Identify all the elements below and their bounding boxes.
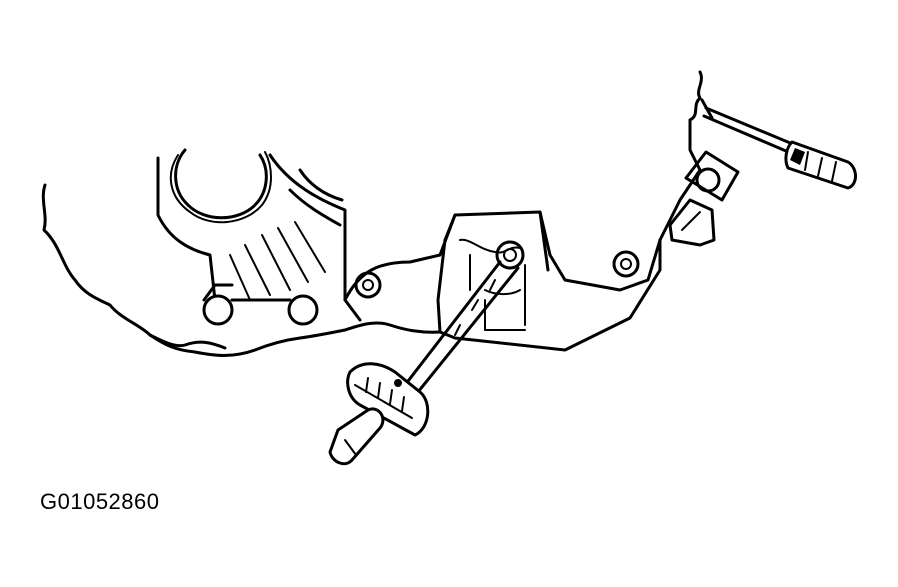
figure-id-label: G01052860 bbox=[40, 489, 160, 514]
mount-bracket bbox=[668, 150, 740, 247]
housing-outline bbox=[41, 70, 703, 357]
cover-plate bbox=[343, 210, 662, 334]
boss-right bbox=[230, 294, 319, 326]
bolt-icon bbox=[354, 271, 382, 299]
boss-left bbox=[202, 283, 234, 326]
bore-opening bbox=[169, 148, 272, 224]
bolt-icon bbox=[612, 250, 640, 278]
torque-wrench-icon bbox=[328, 240, 525, 466]
screwdriver-icon bbox=[700, 98, 857, 190]
